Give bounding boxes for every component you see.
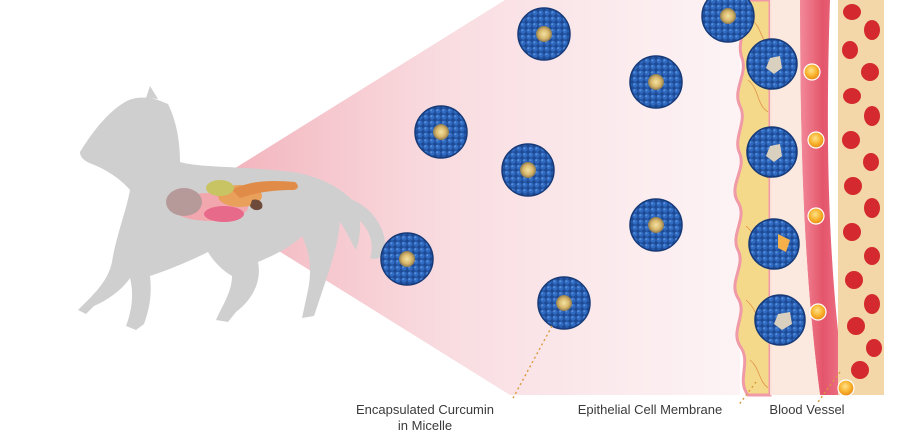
micelle [414,105,468,159]
digestive-tract-icon [166,180,298,222]
vessel-label: Blood Vessel [769,402,845,417]
micelle [629,55,683,109]
micelle [629,198,683,252]
epithelial-membrane-layer [733,0,772,397]
micelle [701,0,755,43]
tissue-region [838,0,884,395]
red-blood-cells [842,4,882,379]
micelle [380,232,434,286]
micelle [501,143,555,197]
blood-vessel-wall [800,0,846,395]
magnification-beam [200,0,740,395]
curcumin-dots [803,63,855,397]
micelle [517,7,571,61]
micelle-label-line1: Encapsulated Curcumin [355,402,495,417]
micelle-docking [754,294,806,346]
micelle-docking [746,126,798,178]
micelle-docking [748,218,800,270]
micelle-docking [746,38,798,90]
micelle-group [380,0,806,346]
membrane-label: Epithelial Cell Membrane [577,402,723,417]
micelle [537,276,591,330]
micelle-label-line2: in Micelle [397,418,453,433]
label-leader-lines [511,325,841,407]
micelle-label: Encapsulated Curcumin in Micelle [330,402,520,434]
